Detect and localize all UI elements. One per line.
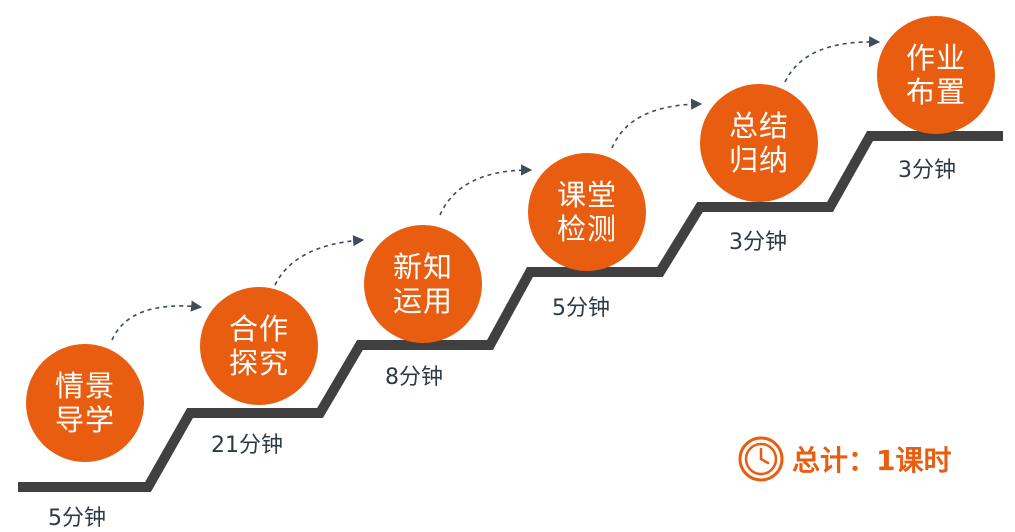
step-2-label: 合作探究 bbox=[228, 312, 289, 380]
clock-icon bbox=[738, 436, 784, 482]
transition-arrow-5 bbox=[784, 36, 881, 83]
step-1-duration: 5分钟 bbox=[48, 506, 106, 531]
step-6-circle: 作业布置 bbox=[877, 16, 995, 134]
total-summary: 总计：1课时 bbox=[738, 436, 951, 482]
step-3-circle: 新知运用 bbox=[364, 225, 482, 343]
step-3-duration: 8分钟 bbox=[385, 365, 443, 390]
total-text: 总计：1课时 bbox=[792, 444, 952, 477]
transition-arrow-2 bbox=[274, 235, 365, 286]
staircase-line bbox=[18, 131, 1003, 492]
step-5-label: 总结归纳 bbox=[728, 109, 789, 177]
step-4-duration: 5分钟 bbox=[552, 296, 610, 321]
step-4-circle: 课堂检测 bbox=[528, 153, 646, 271]
step-5-circle: 总结归纳 bbox=[700, 84, 818, 202]
transition-arrow-1 bbox=[111, 300, 203, 341]
step-1-label: 情景导学 bbox=[54, 369, 115, 437]
step-1-circle: 情景导学 bbox=[26, 344, 144, 462]
transition-arrow-4 bbox=[611, 98, 703, 149]
step-5-duration: 3分钟 bbox=[729, 230, 787, 255]
step-4-label: 课堂检测 bbox=[556, 178, 617, 246]
step-6-label: 作业布置 bbox=[905, 41, 966, 109]
step-3-label: 新知运用 bbox=[392, 250, 453, 318]
step-2-circle: 合作探究 bbox=[200, 287, 318, 405]
step-6-duration: 3分钟 bbox=[898, 158, 956, 183]
step-2-duration: 21分钟 bbox=[211, 433, 283, 458]
transition-arrow-3 bbox=[439, 164, 533, 216]
